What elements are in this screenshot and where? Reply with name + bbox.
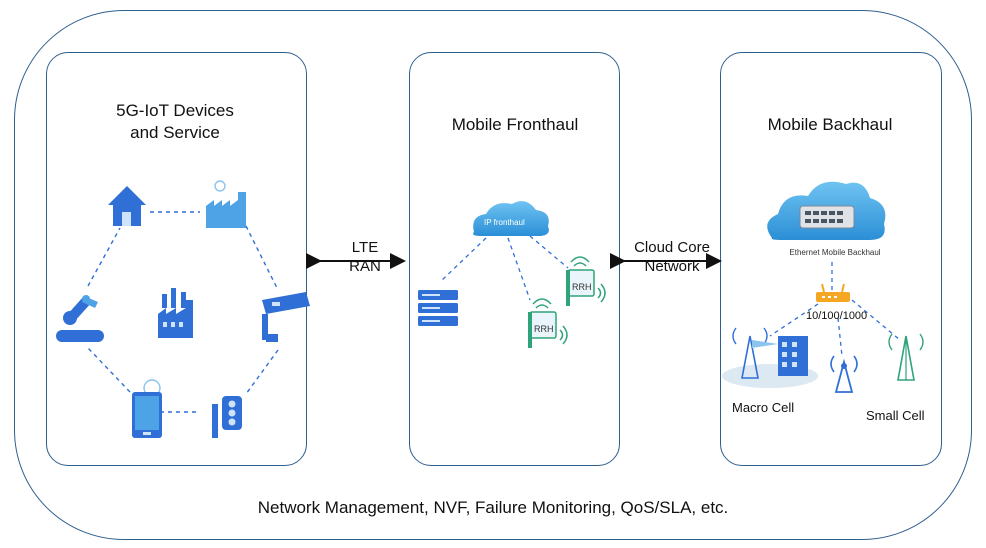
rrh-icon [566, 256, 606, 306]
cell-tower-icon [830, 355, 858, 393]
smartphone-icon [132, 379, 162, 438]
ip-fronthaul-label: IP fronthaul [484, 218, 525, 227]
robot-arm-icon [56, 295, 104, 342]
iot-links [87, 211, 279, 413]
house-icon [108, 186, 146, 226]
fronthaul-links [439, 235, 569, 301]
iot-panel-title: 5G-IoT Devices and Service [100, 100, 250, 144]
outer-frame [14, 10, 972, 540]
core-label-line1: Cloud Core [634, 239, 710, 256]
rrh-label-1: RRH [572, 282, 592, 292]
ethernet-backhaul-label: Ethernet Mobile Backhaul [789, 248, 881, 257]
rrh-label-2: RRH [534, 324, 554, 334]
factory-icon [206, 180, 246, 228]
rrh-icon [528, 298, 568, 348]
cloud-icon [473, 201, 549, 236]
iot-title-line1: 5G-IoT Devices [116, 101, 234, 120]
backhaul-links [769, 299, 901, 357]
footer-caption: Network Management, NVF, Failure Monitor… [257, 498, 729, 517]
traffic-light-icon [212, 396, 242, 438]
cell-tower-icon [888, 333, 924, 381]
server-icon [418, 290, 458, 326]
macro-cell-label: Macro Cell [732, 400, 795, 415]
iot-title-line2: and Service [130, 123, 220, 142]
lte-label-line1: LTE [351, 239, 379, 256]
fronthaul-title: Mobile Fronthaul [451, 115, 579, 134]
factory-icon [158, 288, 193, 338]
router-icon [816, 283, 850, 302]
switch-speed-label: 10/100/1000 [806, 310, 868, 322]
small-cell-label: Small Cell [866, 408, 925, 423]
security-camera-icon [262, 292, 310, 342]
backhaul-title: Mobile Backhaul [767, 115, 893, 134]
cell-tower-icon [722, 327, 818, 388]
cloud-icon [767, 181, 886, 240]
